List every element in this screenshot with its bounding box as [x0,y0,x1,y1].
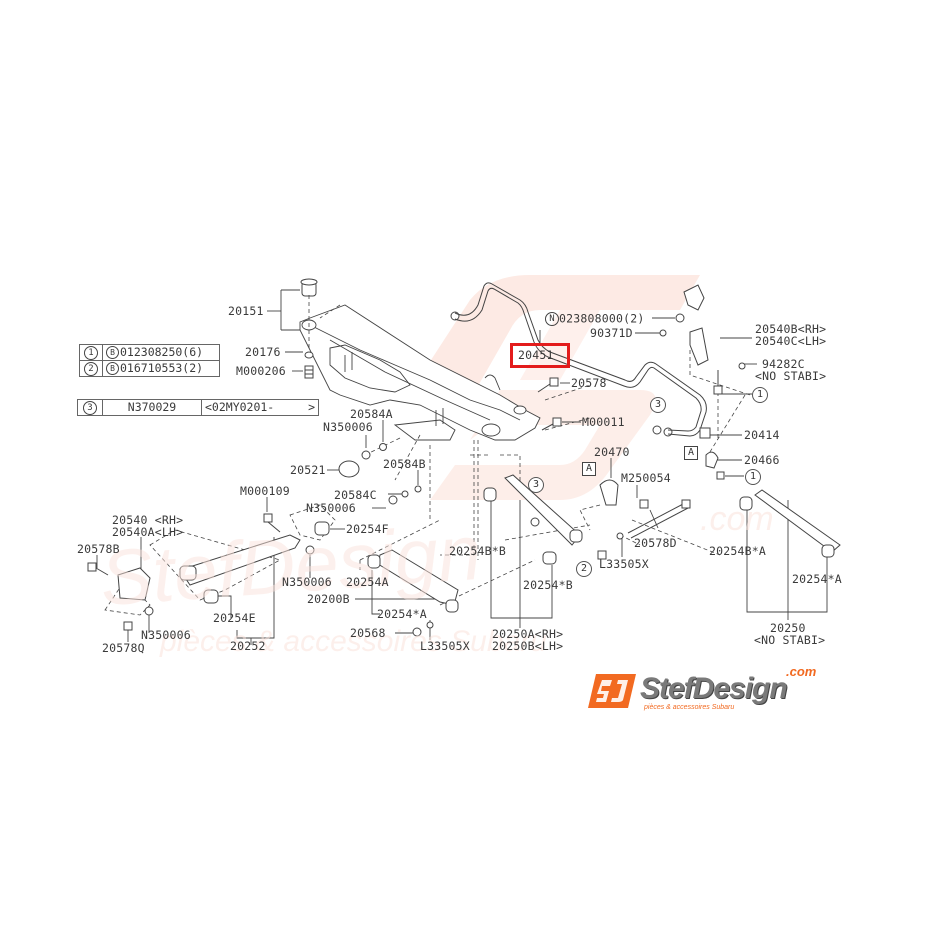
label-20414[interactable]: 20414 [744,428,780,442]
label-L33505X-a[interactable]: L33505X [420,639,470,653]
highlight-box-20451 [510,343,570,368]
stefdesign-logo: StefDesign .com pièces & accessoires Sub… [588,664,848,718]
label-20578D[interactable]: 20578D [634,536,677,550]
label-N350006-c[interactable]: N350006 [282,575,332,589]
label-M250054[interactable]: M250054 [621,471,671,485]
sj-logo-mark-icon [588,674,636,708]
n-prefix-icon: N [545,312,559,326]
box-a-left: A [582,462,596,476]
label-20584B[interactable]: 20584B [383,457,426,471]
label-20254A[interactable]: 20254A [346,575,389,589]
label-90371D[interactable]: 90371D [590,326,633,340]
label-20250B[interactable]: 20250B<LH> [492,639,564,653]
crossmember-frame [299,304,541,441]
label-20254-star-B[interactable]: 20254*B [523,578,573,592]
legend-table-3: 3 N370029 <02MY0201-> [77,399,319,416]
watermark-tagline: pièces & accessoires Subaru [160,625,547,658]
label-20451[interactable]: 20451 [518,348,554,362]
callout-3-icon: 3 [83,400,97,415]
watermark-suffix: .com [700,500,774,538]
label-20540[interactable]: 20540 <RH> [112,513,184,527]
label-20254B-star-A[interactable]: 20254B*A [709,544,766,558]
label-M000206[interactable]: M000206 [236,364,286,378]
callout-1-lower: 1 [745,469,761,485]
callout-1-icon: 1 [84,345,98,360]
label-20254-star-A-right[interactable]: 20254*A [792,572,842,586]
label-94282C-note: <NO STABI> [755,369,827,383]
label-20540B[interactable]: 20540B<RH> [755,322,827,336]
callout-3-mid: 3 [528,477,544,493]
label-20578-top[interactable]: 20578 [571,376,607,390]
logo-tagline: pièces & accessoires Subaru [644,704,735,711]
label-20540C[interactable]: 20540C<LH> [755,334,827,348]
legend-row-3: 3 N370029 <02MY0201-> [77,399,319,416]
label-20176[interactable]: 20176 [245,345,281,359]
callout-1-upper: 1 [752,387,768,403]
hardware-parts [87,284,841,637]
label-20521[interactable]: 20521 [290,463,326,477]
label-20584A[interactable]: 20584A [350,407,393,421]
label-20584C[interactable]: 20584C [334,488,377,502]
label-20254-star-A-mid[interactable]: 20254*A [377,607,427,621]
label-20151[interactable]: 20151 [228,304,264,318]
label-N350006-b[interactable]: N350006 [306,501,356,515]
label-20252[interactable]: 20252 [230,639,266,653]
legend-part-1: 012308250(6) [120,345,204,359]
logo-brand-text: StefDesign [640,672,788,705]
legend-part-2: 016710553(2) [120,361,204,375]
label-20540A[interactable]: 20540A<LH> [112,525,184,539]
b-prefix-icon: B [106,346,119,359]
label-94282C[interactable]: 94282C [762,357,805,371]
label-N350006-d[interactable]: N350006 [141,628,191,642]
label-20466[interactable]: 20466 [744,453,780,467]
legend-part-3: N370029 [102,399,202,416]
stabilizer-bar [450,282,707,437]
callout-2-icon: 2 [84,361,98,376]
label-20250-note: <NO STABI> [754,633,826,647]
label-20250A[interactable]: 20250A<RH> [492,627,564,641]
label-20470[interactable]: 20470 [594,445,630,459]
label-20568[interactable]: 20568 [350,626,386,640]
label-20254E[interactable]: 20254E [213,611,256,625]
label-20200B[interactable]: 20200B [307,592,350,606]
label-20578Q[interactable]: 20578Q [102,641,145,655]
callout-3-upper: 3 [650,397,666,413]
b-prefix-icon: B [106,362,119,375]
logo-com-text: .com [786,664,817,679]
label-20578B[interactable]: 20578B [77,542,120,556]
callout-2-mid: 2 [576,561,592,577]
label-20254F[interactable]: 20254F [346,522,389,536]
legend-range: <02MY0201-> [201,399,319,416]
label-20254B-star-B[interactable]: 20254B*B [449,544,506,558]
label-N350006-a[interactable]: N350006 [323,420,373,434]
label-M00011[interactable]: M00011 [582,415,625,429]
label-20250[interactable]: 20250 [770,621,806,635]
label-L33505X-b[interactable]: L33505X [599,557,649,571]
label-M000109[interactable]: M000109 [240,484,290,498]
box-a-right: A [684,446,698,460]
